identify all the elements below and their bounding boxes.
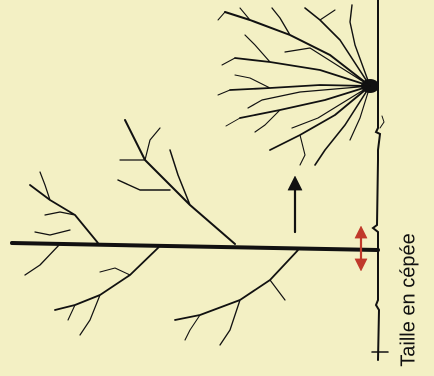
ground-line [372,0,388,360]
diagram-caption: Taille en cépée [398,233,421,366]
tree-trunk [12,243,378,250]
transition-arrow [288,176,302,232]
coppice-after-pruning [218,5,379,165]
